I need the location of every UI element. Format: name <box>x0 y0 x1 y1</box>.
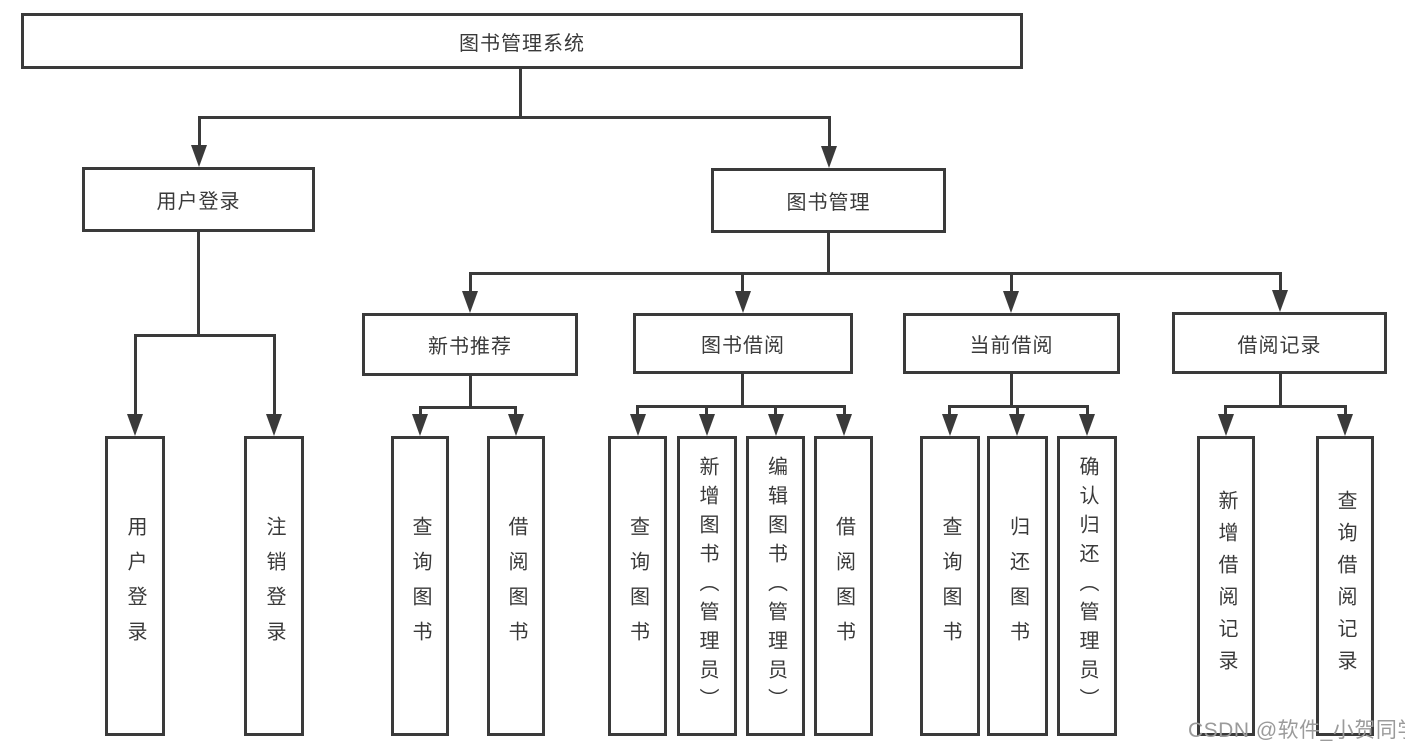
arrow-down-icon <box>1079 414 1095 436</box>
connector-line <box>1279 374 1282 407</box>
connector-line <box>469 272 472 294</box>
arrow-down-icon <box>1337 414 1353 436</box>
arrow-down-icon <box>630 414 646 436</box>
leaf-label: 注销登录 <box>263 516 285 656</box>
connector-line <box>705 405 708 418</box>
arrow-down-icon <box>462 291 478 313</box>
arrow-down-icon <box>1009 414 1025 436</box>
leaf-current-return-books: 归还图书 <box>987 436 1048 736</box>
leaf-label: 用户登录 <box>124 516 146 656</box>
leaf-logout: 注销登录 <box>244 436 304 736</box>
connector-line <box>1279 272 1282 294</box>
connector-line <box>419 406 422 418</box>
leaf-borrowing-borrow-books: 借阅图书 <box>814 436 873 736</box>
connector-line <box>948 405 951 418</box>
node-label: 新书推荐 <box>428 336 512 358</box>
leaf-label: 新增图书（管理员） <box>696 455 718 717</box>
connector-line <box>1344 405 1347 418</box>
leaf-label: 查询图书 <box>626 516 649 656</box>
leaf-recommend-query-books: 查询图书 <box>391 436 449 736</box>
leaf-label: 归还图书 <box>1006 516 1029 656</box>
arrow-down-icon <box>1218 414 1234 436</box>
leaf-label: 查询借阅记录 <box>1334 490 1356 682</box>
leaf-borrowing-add-books-admin: 新增图书（管理员） <box>677 436 737 736</box>
leaf-label: 借阅图书 <box>832 516 855 656</box>
connector-line <box>514 406 517 418</box>
connector-line <box>636 405 639 418</box>
csdn-watermark: CSDN @软件_小贺同学 <box>1188 719 1405 742</box>
leaf-current-query-books: 查询图书 <box>920 436 980 736</box>
connector-line <box>419 406 517 409</box>
leaf-label: 新增借阅记录 <box>1215 490 1237 682</box>
arrow-down-icon <box>735 291 751 313</box>
connector-line <box>827 233 830 274</box>
node-root-library-system: 图书管理系统 <box>21 13 1023 69</box>
connector-line <box>1010 374 1013 408</box>
connector-line <box>198 116 201 148</box>
node-current-borrowing: 当前借阅 <box>903 313 1120 374</box>
connector-line <box>1010 272 1013 294</box>
connector-line <box>1224 405 1227 418</box>
leaf-user-login: 用户登录 <box>105 436 165 736</box>
node-label: 图书管理 <box>786 192 871 214</box>
arrow-down-icon <box>699 414 715 436</box>
leaf-borrowing-edit-books-admin: 编辑图书（管理员） <box>746 436 805 736</box>
node-book-management: 图书管理 <box>711 168 946 233</box>
arrow-down-icon <box>191 145 207 167</box>
leaf-borrowing-query-books: 查询图书 <box>608 436 667 736</box>
connector-line <box>828 116 831 148</box>
connector-line <box>636 405 846 408</box>
connector-line <box>843 405 846 418</box>
connector-line <box>134 334 137 416</box>
connector-line <box>273 334 276 416</box>
connector-line <box>1016 405 1019 418</box>
arrow-down-icon <box>821 146 837 168</box>
connector-line <box>469 376 472 408</box>
node-label: 图书管理系统 <box>459 32 585 55</box>
connector-line <box>741 272 744 294</box>
arrow-down-icon <box>1003 291 1019 313</box>
arrow-down-icon <box>127 414 143 436</box>
leaf-current-confirm-return-admin: 确认归还（管理员） <box>1057 436 1117 736</box>
connector-line <box>1086 405 1089 418</box>
leaf-recommend-borrow-books: 借阅图书 <box>487 436 545 736</box>
connector-line <box>134 334 276 337</box>
connector-line <box>519 69 522 118</box>
node-user-login: 用户登录 <box>82 167 315 232</box>
connector-line <box>774 405 777 418</box>
leaf-records-query-borrow-record: 查询借阅记录 <box>1316 436 1374 736</box>
arrow-down-icon <box>768 414 784 436</box>
arrow-down-icon <box>836 414 852 436</box>
connector-line <box>198 116 831 119</box>
leaf-label: 借阅图书 <box>505 516 527 656</box>
node-label: 当前借阅 <box>969 335 1054 357</box>
arrow-down-icon <box>942 414 958 436</box>
leaf-label: 查询图书 <box>939 516 961 656</box>
arrow-down-icon <box>1272 290 1288 312</box>
connector-line <box>1224 405 1347 408</box>
node-book-borrowing: 图书借阅 <box>633 313 853 374</box>
leaf-label: 编辑图书（管理员） <box>764 455 787 717</box>
node-label: 图书借阅 <box>701 335 785 357</box>
node-label: 借阅记录 <box>1237 334 1322 357</box>
connector-line <box>197 232 200 336</box>
leaf-records-add-borrow-record: 新增借阅记录 <box>1197 436 1255 736</box>
arrow-down-icon <box>508 414 524 436</box>
arrow-down-icon <box>266 414 282 436</box>
leaf-label: 查询图书 <box>409 516 431 656</box>
node-borrow-records: 借阅记录 <box>1172 312 1387 374</box>
arrow-down-icon <box>412 414 428 436</box>
node-new-book-recommend: 新书推荐 <box>362 313 578 376</box>
node-label: 用户登录 <box>156 191 241 213</box>
leaf-label: 确认归还（管理员） <box>1076 455 1098 717</box>
connector-line <box>469 272 1282 275</box>
connector-line <box>741 374 744 408</box>
